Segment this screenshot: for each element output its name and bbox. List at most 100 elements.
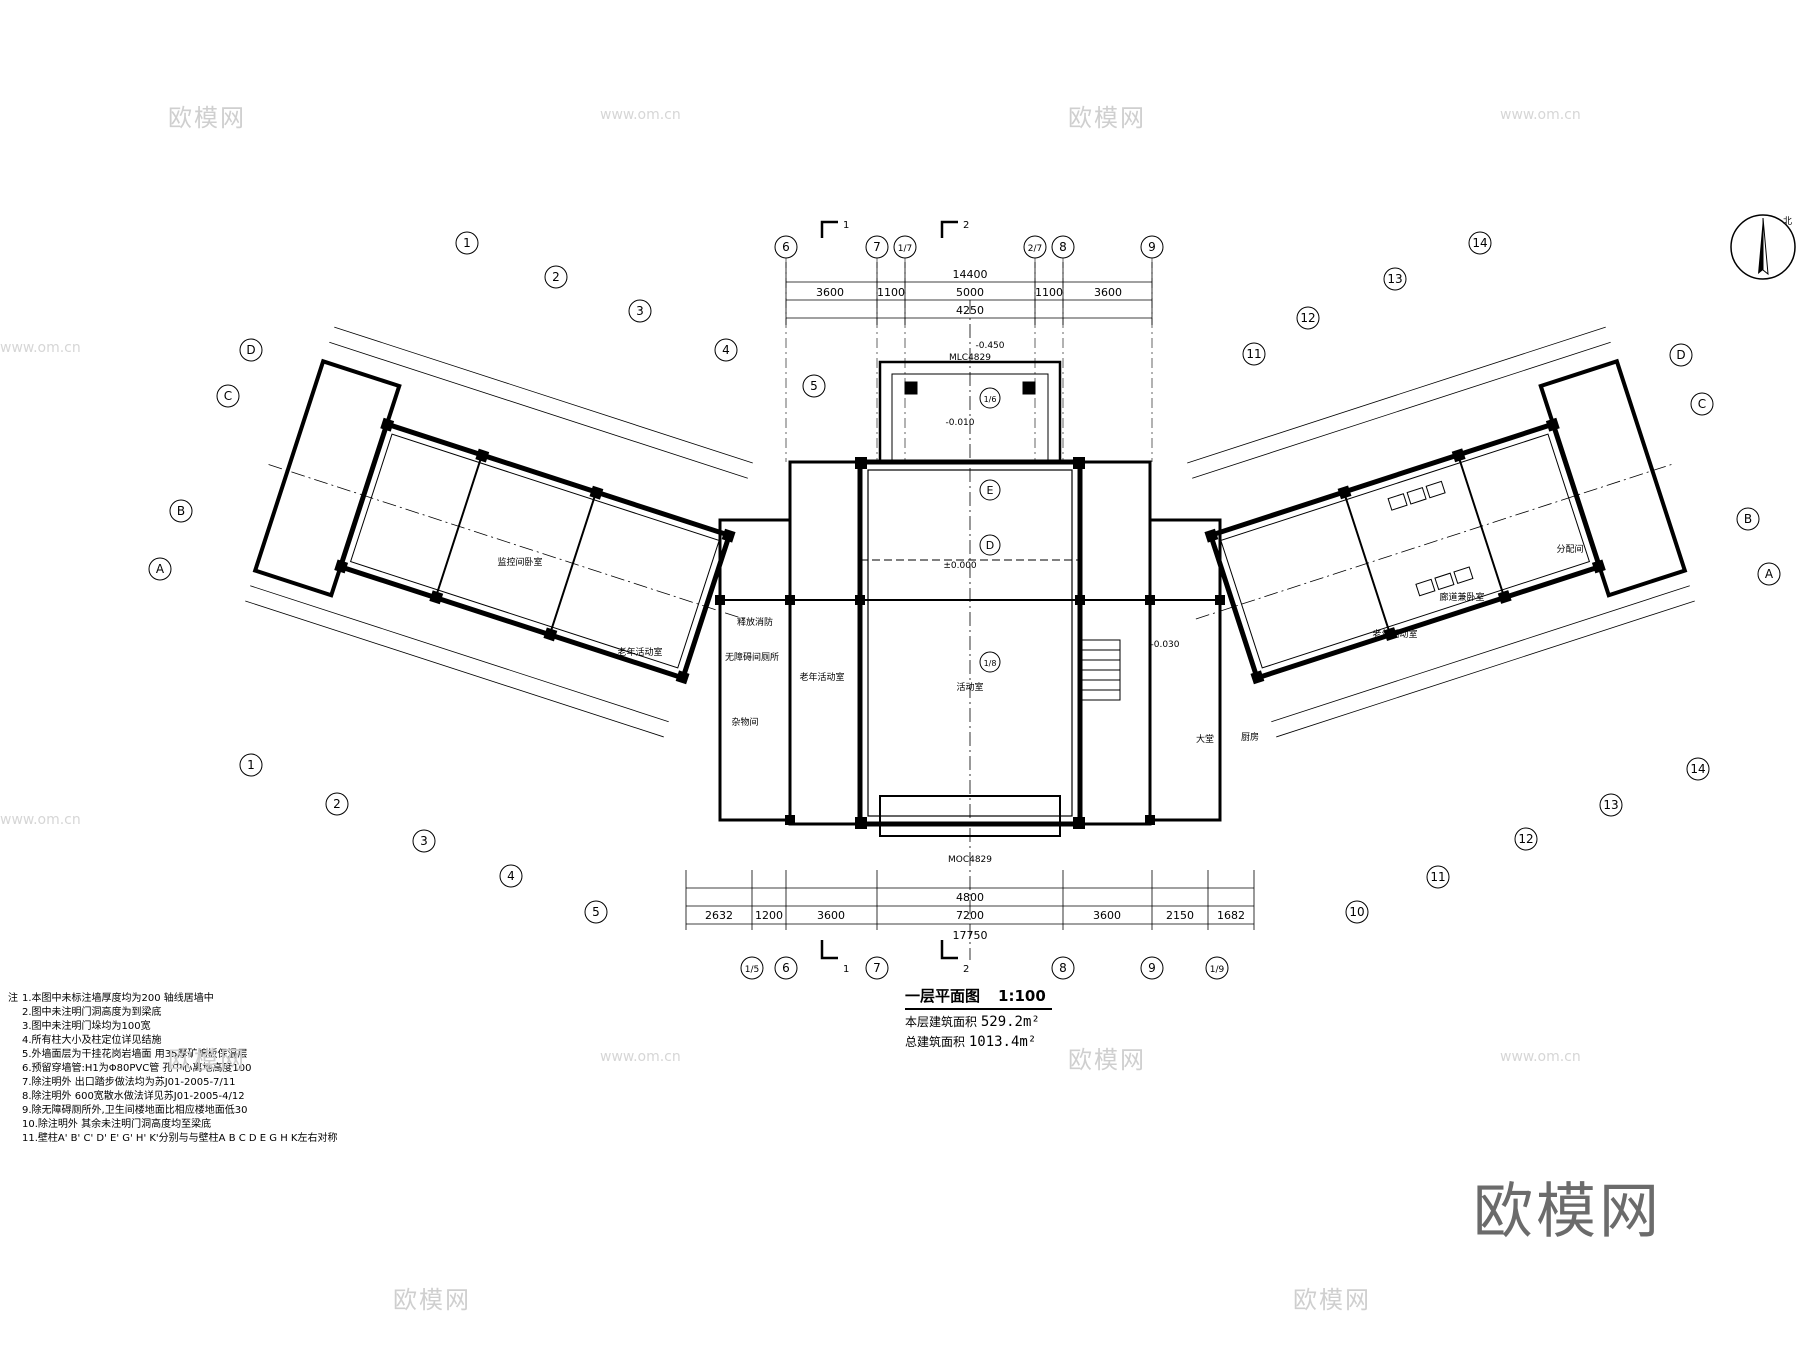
room-label: 监控间卧室 [497,556,542,568]
axis-bubble: 1/7 [893,235,917,259]
axis-bubble: 13 [1383,267,1407,291]
axis-bubble: A [148,557,172,581]
bottom-dim-texts: 2632 1200 3600 7200 3600 2150 1682 4800 … [705,891,1245,942]
bottom-seg-dim: 7200 [956,909,984,922]
bottom-seg-dim: 1200 [755,909,783,922]
watermark-brand: 欧模网 [168,1046,246,1074]
watermark-url: www.om.cn [600,107,681,123]
axis-bubble: 11 [1242,342,1266,366]
watermark-brand-large: 欧模网 [1473,1177,1662,1247]
room-label: 厨房 [1241,731,1259,743]
axis-bubble: 10 [1345,900,1369,924]
note-item: 6.预留穿墙管:H1为Φ80PVC管 孔中心离地高度100 [22,1063,252,1074]
center-columns [715,457,1225,829]
note-item: 4.所有柱大小及柱定位详见结施 [22,1035,162,1046]
left-columns [334,417,736,685]
axis-bubble: D [979,534,1001,556]
axis-bubble: 5 [802,374,826,398]
plan-scale: 1:100 [998,987,1046,1005]
total-area-value: 1013.4m² [968,1034,1037,1050]
axis-bubble: 3 [628,299,652,323]
svg-text:3: 3 [636,304,644,318]
left-dim-line [245,600,664,738]
right-toilet-block [1148,518,1222,822]
watermark-url: www.om.cn [0,812,81,828]
room-label: 活动室 [956,681,983,693]
left-wing [245,326,753,738]
svg-text:5: 5 [592,905,600,919]
watermark-brand: 欧模网 [393,1286,471,1314]
section-mark-label: 1 [843,220,849,231]
top-seg-dim: 3600 [1094,286,1122,299]
note-item: 1.本图中未标注墙厚度均为200 轴线居墙中 [22,993,214,1004]
svg-text:D: D [1676,348,1685,362]
floor-area: 本层建筑面积 529.2m² [905,1014,1165,1030]
left-dim-line [329,341,748,479]
seating [1387,480,1474,597]
axis-bubble: 2/7 [1023,235,1047,259]
left-end-block [252,358,402,598]
stair [1079,639,1121,701]
axis-bubble: 14 [1468,231,1492,255]
floor-area-label: 本层建筑面积 [905,1015,978,1029]
axis-bubble: D [1669,343,1693,367]
svg-text:9: 9 [1148,240,1156,254]
axis-bubble: D [239,338,263,362]
door-tag: MOC4829 [948,855,992,865]
svg-text:12: 12 [1518,832,1533,846]
level-tag: -0.450 [975,341,1004,351]
total-area: 总建筑面积 1013.4m² [905,1034,1165,1050]
porch-column [904,381,918,395]
svg-text:D: D [986,539,994,552]
room-label: 无障碍间厕所 [725,651,779,663]
svg-text:B: B [1744,512,1752,526]
axis-bubble: B [1736,507,1760,531]
room-label: 释放消防 [737,616,773,628]
svg-text:11: 11 [1430,870,1445,884]
section-mark-label: 1 [843,964,849,975]
note-item: 2.图中未注明门洞高度为到梁底 [22,1007,162,1018]
svg-text:8: 8 [1059,240,1067,254]
watermark-url: www.om.cn [0,340,81,356]
room-label: 老年活动室 [1372,628,1417,640]
section-marks [820,220,958,960]
svg-text:14: 14 [1472,236,1487,250]
svg-text:4: 4 [507,869,515,883]
axis-bubble: 7 [865,235,889,259]
svg-text:2: 2 [333,797,341,811]
room-labels: 监控间卧室 老年活动室 无障碍间厕所 杂物间 释放消防 活动室 老年活动室 老年… [497,341,1583,865]
axis-bubble: 8 [1051,235,1075,259]
axis-bubble: E [979,479,1001,501]
north-label: 北 [1783,216,1792,227]
watermark-url: www.om.cn [1500,1049,1581,1065]
watermark-brand: 欧模网 [1068,1046,1146,1074]
axis-bubble: 13 [1599,793,1623,817]
axis-bubble: 2 [544,265,568,289]
axis-bubble: 1 [455,231,479,255]
right-corridor [1078,460,1152,826]
top-seg-dim: 1100 [877,286,905,299]
right-dim-line [1276,600,1695,738]
axis-bubble: 11 [1426,865,1450,889]
bottom-seg-dim: 3600 [817,909,845,922]
axis-bubble: 8 [1051,956,1075,980]
svg-text:B: B [177,504,185,518]
room-label: 老年活动室 [617,646,662,658]
note-item: 9.除无障碍厕所外,卫生间楼地面比相应楼地面低30 [22,1105,248,1116]
svg-text:D: D [246,343,255,357]
svg-text:4: 4 [722,343,730,357]
section-mark-label: 2 [963,964,969,975]
room-label: 大堂 [1196,733,1214,745]
watermark-brand: 欧模网 [1068,104,1146,132]
bottom-seg-dim: 2150 [1166,909,1194,922]
note-item: 11.壁柱A' B' C' D' E' G' H' K'分别与与壁柱A B C … [22,1133,338,1144]
axis-bubble: 6 [774,956,798,980]
note-item: 8.除注明外 600宽散水做法详见苏J01-2005-4/12 [22,1091,245,1102]
axis-bubble: 1/6 [979,387,1001,409]
svg-text:1/5: 1/5 [745,965,759,975]
center-block [715,300,1225,960]
svg-text:13: 13 [1387,272,1402,286]
right-axis-bubbles: 11 12 13 14 D C B A 10 11 12 13 14 [1242,231,1781,924]
